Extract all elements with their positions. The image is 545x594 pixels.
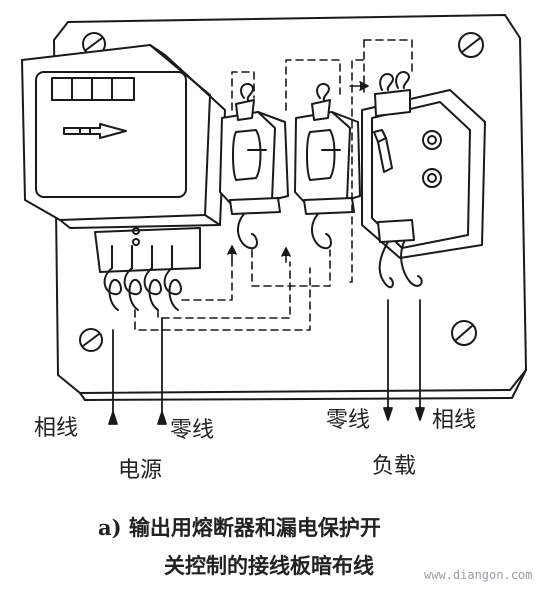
fuse-2 [294, 82, 361, 250]
caption-line-2: 关控制的接线板暗布线 [164, 553, 374, 578]
caption-line-1: a) 输出用熔断器和漏电保护开 [98, 515, 381, 540]
load-phase-label: 相线 [432, 408, 477, 433]
board-screw-bottom-left [79, 328, 103, 352]
source-neutral-label: 零线 [170, 418, 215, 443]
load-neutral-label: 零线 [326, 408, 371, 433]
load-group-label: 负载 [372, 454, 417, 479]
electric-meter [21, 44, 226, 311]
source-phase-label: 相线 [34, 416, 79, 441]
leakage-protection-switch [361, 70, 486, 289]
flow-arrows [227, 81, 369, 263]
source-group-label: 电源 [118, 458, 163, 483]
board-screw-bottom-right [451, 320, 477, 346]
concealed-wiring [134, 39, 413, 331]
watermark: www.diangon.com [424, 568, 533, 582]
io-arrows [108, 299, 425, 425]
board-screw-top-right [458, 32, 484, 58]
fuse-1 [219, 82, 289, 250]
